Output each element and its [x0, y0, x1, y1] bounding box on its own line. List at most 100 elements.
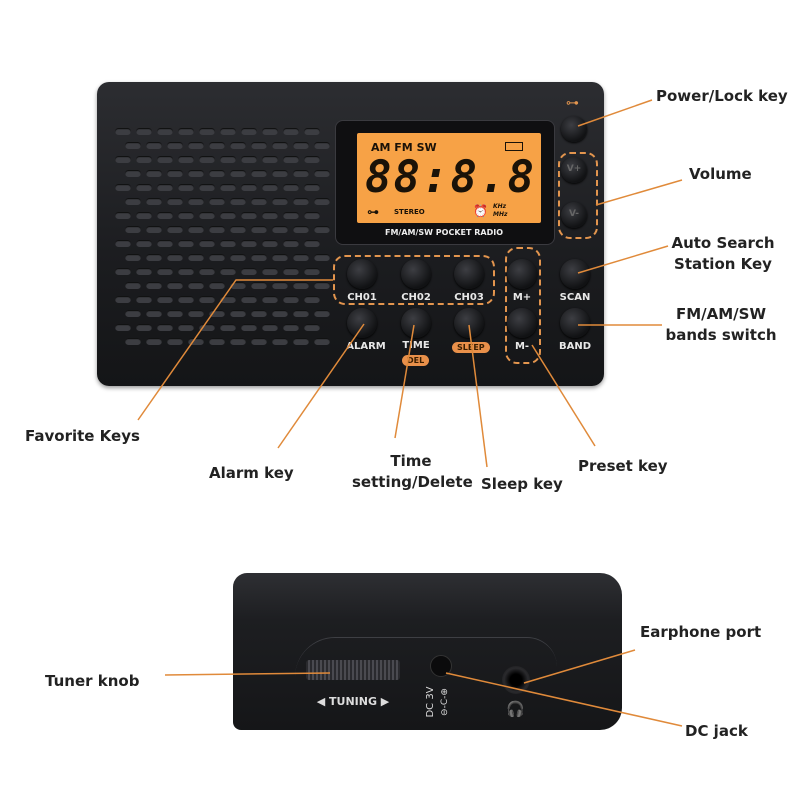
grille-slot — [115, 184, 131, 191]
grille-slot — [272, 282, 288, 289]
grille-slot — [314, 338, 330, 345]
callout-dc: DC jack — [685, 722, 748, 740]
grille-slot — [220, 324, 236, 331]
grille-slot — [167, 226, 183, 233]
grille-slot — [199, 156, 215, 163]
grille-slot — [283, 240, 299, 247]
volume-down-button[interactable]: V- — [561, 202, 587, 228]
callout-sleep: Sleep key — [481, 475, 563, 493]
grille-slot — [178, 296, 194, 303]
grille-slot — [230, 310, 246, 317]
grille-slot — [314, 142, 330, 149]
grille-slot — [262, 324, 278, 331]
grille-slot — [178, 184, 194, 191]
khz-unit: KHz — [493, 203, 507, 210]
grille-slot — [188, 142, 204, 149]
tuner-knob[interactable] — [306, 660, 400, 680]
tuner-leader — [164, 672, 331, 676]
grille-slot — [125, 226, 141, 233]
grille-slot — [125, 282, 141, 289]
grille-slot — [230, 282, 246, 289]
grille-slot — [304, 296, 320, 303]
del-badge: DEL — [402, 355, 430, 366]
v-plus-label: V+ — [566, 164, 582, 174]
grille-slot — [157, 184, 173, 191]
alarm-button[interactable] — [347, 308, 377, 338]
time-button[interactable] — [401, 308, 431, 338]
scan-label: SCAN — [559, 292, 591, 303]
dc-jack[interactable] — [430, 655, 452, 677]
ch03-button[interactable] — [454, 259, 484, 289]
memory-minus-button[interactable] — [507, 308, 537, 338]
volume-up-button[interactable]: V+ — [561, 157, 587, 183]
grille-slot — [167, 142, 183, 149]
grille-slot — [283, 212, 299, 219]
grille-slot — [178, 240, 194, 247]
grille-slot — [262, 128, 278, 135]
grille-slot — [304, 240, 320, 247]
grille-slot — [272, 226, 288, 233]
grille-slot — [188, 226, 204, 233]
grille-slot — [241, 324, 257, 331]
grille-slot — [188, 254, 204, 261]
brand-label: FM/AM/SW POCKET RADIO — [384, 228, 503, 237]
grille-slot — [209, 282, 225, 289]
time-line2: setting/Delete — [352, 473, 473, 491]
grille-slot — [115, 296, 131, 303]
grille-slot — [251, 282, 267, 289]
grille-slot — [167, 254, 183, 261]
sleep-button[interactable] — [454, 308, 484, 338]
grille-slot — [199, 184, 215, 191]
digits-readout: 88:8.8 — [365, 152, 536, 203]
grille-slot — [251, 254, 267, 261]
ch01-button[interactable] — [347, 259, 377, 289]
grille-slot — [167, 198, 183, 205]
grille-slot — [188, 310, 204, 317]
grille-slot — [209, 338, 225, 345]
grille-slot — [272, 142, 288, 149]
band-label: BAND — [558, 341, 592, 352]
grille-slot — [230, 198, 246, 205]
grille-slot — [262, 268, 278, 275]
grille-slot — [230, 170, 246, 177]
grille-slot — [136, 296, 152, 303]
grille-slot — [304, 184, 320, 191]
sleep-leader — [468, 324, 488, 468]
ch01-label: CH01 — [347, 292, 377, 303]
ch02-button[interactable] — [401, 259, 431, 289]
grille-slot — [293, 198, 309, 205]
grille-slot — [167, 170, 183, 177]
grille-slot — [283, 296, 299, 303]
grille-slot — [262, 212, 278, 219]
callout-earphone: Earphone port — [640, 623, 762, 641]
memory-plus-button[interactable] — [507, 259, 537, 289]
grille-slot — [220, 128, 236, 135]
grille-slot — [283, 324, 299, 331]
bands-line2: bands switch — [665, 326, 777, 344]
grille-slot — [293, 142, 309, 149]
grille-slot — [220, 240, 236, 247]
grille-slot — [136, 268, 152, 275]
grille-slot — [157, 156, 173, 163]
grille-slot — [136, 240, 152, 247]
grille-slot — [272, 310, 288, 317]
grille-slot — [241, 212, 257, 219]
grille-slot — [157, 296, 173, 303]
band-button[interactable] — [560, 308, 590, 338]
grille-slot — [146, 226, 162, 233]
power-lock-leader — [577, 99, 653, 127]
grille-slot — [157, 212, 173, 219]
grille-slot — [314, 282, 330, 289]
grille-slot — [314, 310, 330, 317]
scan-button[interactable] — [560, 259, 590, 289]
callout-alarm: Alarm key — [209, 464, 294, 482]
grille-slot — [230, 226, 246, 233]
volume-keys-group — [558, 152, 598, 239]
favorite-leader — [137, 279, 333, 421]
power-lock-button[interactable] — [561, 116, 587, 142]
band-indicator: AM FM SW — [371, 141, 437, 154]
grille-slot — [125, 254, 141, 261]
